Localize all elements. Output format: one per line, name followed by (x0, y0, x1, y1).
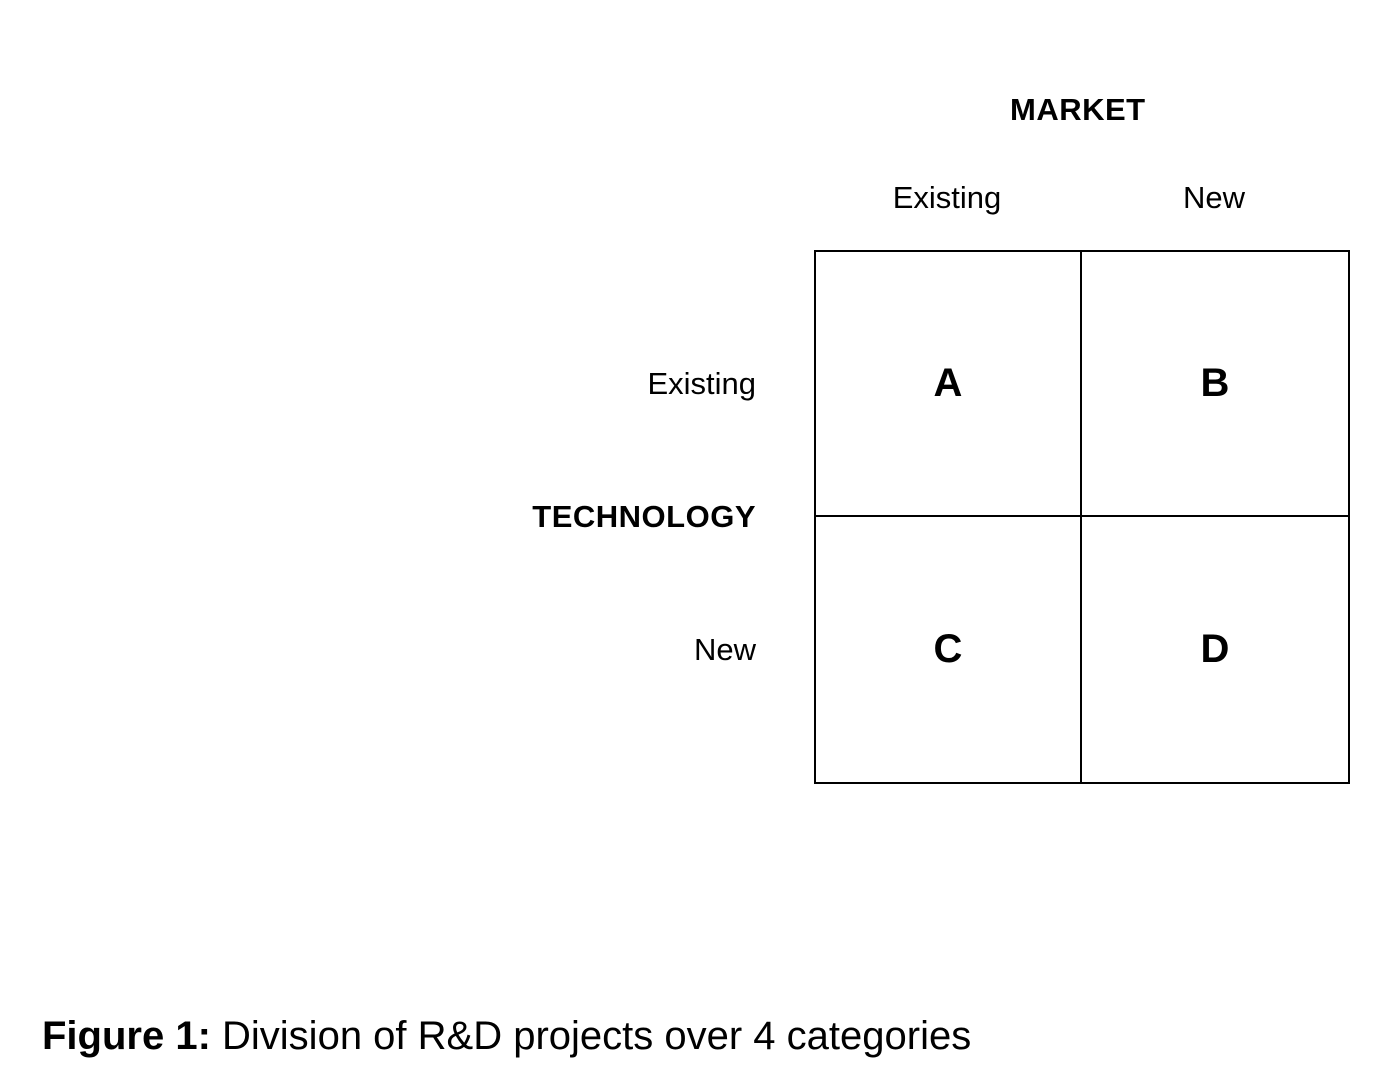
cell-a: A (816, 252, 1082, 517)
row-axis-title: TECHNOLOGY (532, 499, 756, 534)
column-label-new: New (1182, 180, 1245, 215)
row-label-existing: Existing (647, 366, 756, 401)
cell-d: D (1200, 627, 1230, 671)
figure-caption: Figure 1: Division of R&D projects over … (42, 1014, 971, 1059)
cell-b: B (1082, 252, 1348, 517)
caption-label: Figure 1: (42, 1014, 211, 1058)
category-matrix: A B C D (814, 250, 1350, 784)
cell-c: C (816, 517, 1082, 782)
column-label-existing: Existing (892, 180, 1002, 215)
caption-text: Division of R&D projects over 4 categori… (210, 1014, 972, 1058)
column-axis-title: MARKET (1010, 92, 1146, 127)
row-label-new: New (693, 632, 756, 667)
